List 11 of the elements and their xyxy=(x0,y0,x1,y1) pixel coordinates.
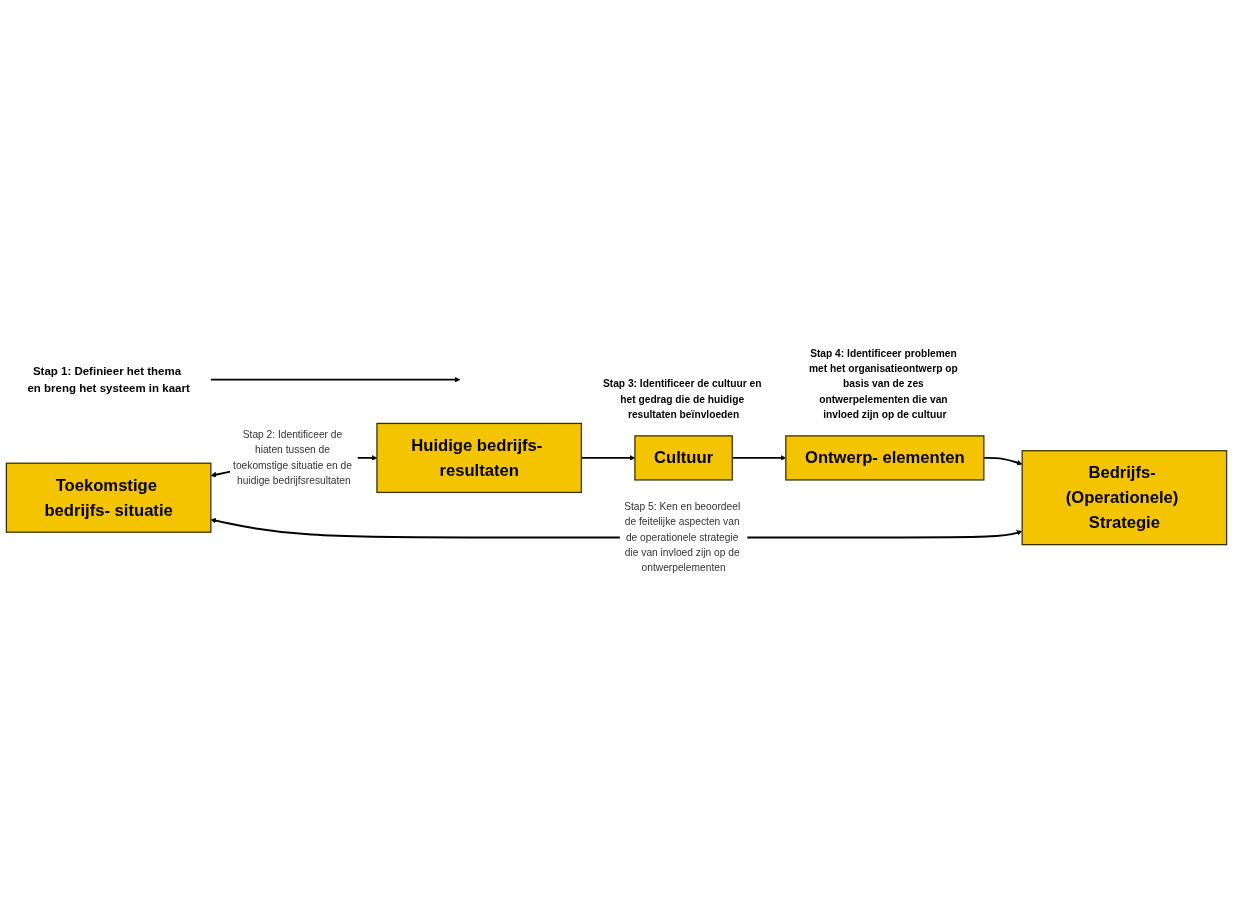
arrow xyxy=(209,376,461,383)
node-text: Stap 1: Definieer het thema en breng het systeem in kaart xyxy=(27,364,190,395)
node-box: Huidige bedrijfs- resultaten xyxy=(376,422,582,494)
node-box: Bedrijfs- (Operationele) Strategie xyxy=(1021,450,1228,546)
node-box: Toekomstige bedrijfs- situatie xyxy=(5,462,212,533)
edge-label: Stap 5: Ken en beoordeel de feitelijke aspecten van de operationele strategie die van invloed zijn op de ontwerpelementen xyxy=(624,501,741,574)
node-box: Ontwerp- elementen xyxy=(785,435,985,481)
edge-label: Stap 2: Identificeer de hiaten tussen de toekomstige situatie en de huidige bedrijfsresultaten xyxy=(233,429,352,487)
node-label: Stap 4: Identificeer problemen met het organisatieontwerp op basis van de zes ontwerpelementen die van invloed zijn op de cultuur xyxy=(809,347,958,420)
node-box: Cultuur xyxy=(634,435,733,481)
node-label: Stap 3: Identificeer de cultuur en het gedrag die de huidige resultaten beïnvloeden xyxy=(602,378,762,420)
